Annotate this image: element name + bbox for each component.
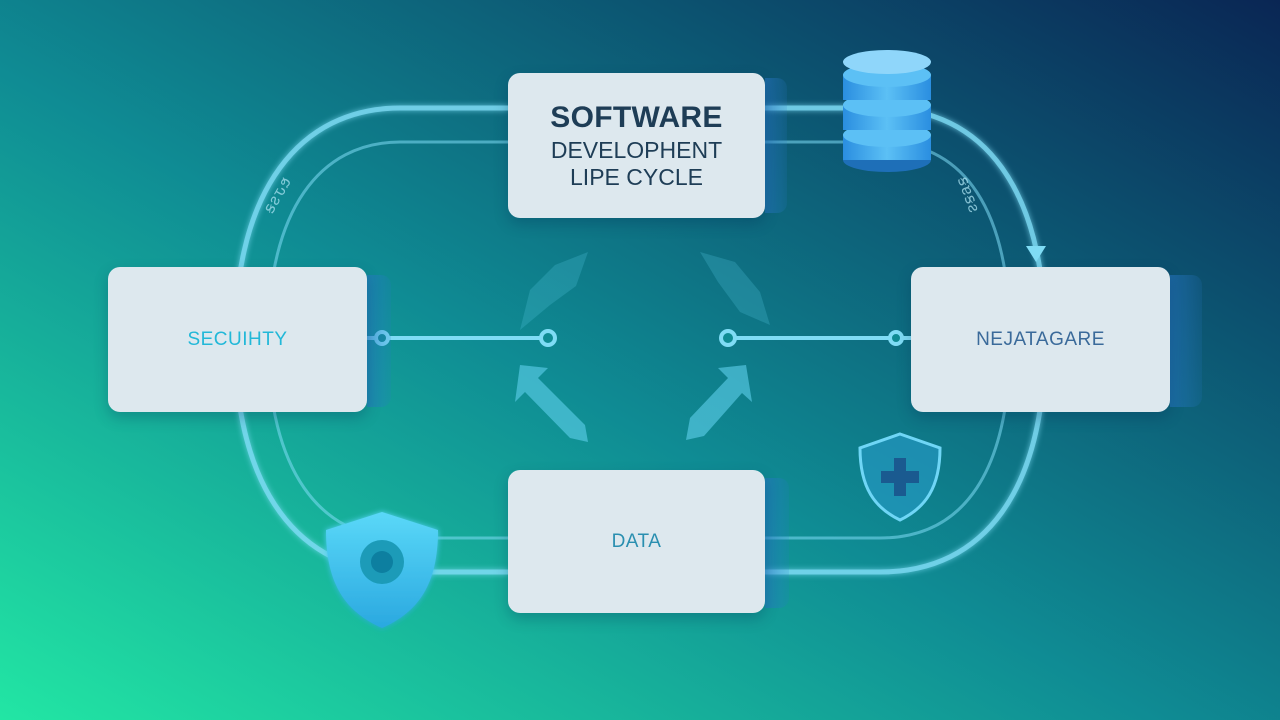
database-icon	[843, 50, 931, 172]
manage-card: NEJATAGARE	[911, 267, 1170, 412]
sdlc-title-line3: LIPE CYCLE	[570, 164, 703, 190]
double-arrow-icon	[515, 365, 752, 442]
card-depth-security	[367, 275, 391, 407]
shield-lock-icon	[326, 512, 438, 628]
manage-label: NEJATAGARE	[976, 328, 1105, 350]
sdlc-title-line2: DEVELOPHENT	[550, 136, 723, 163]
card-depth-data	[765, 478, 789, 608]
faded-arrows	[520, 252, 770, 330]
data-label: DATA	[611, 530, 662, 552]
sdlc-title-line1: SOFTWARE	[550, 100, 723, 134]
loop-arrowhead	[1026, 246, 1046, 262]
shield-plus-icon	[858, 432, 942, 522]
security-card: SECUIHTY	[108, 267, 367, 412]
security-label: SECUIHTY	[187, 328, 288, 350]
sdlc-title-card: SOFTWARE DEVELOPHENT LIPE CYCLE	[508, 73, 765, 218]
card-depth-sdlc	[765, 78, 787, 213]
data-card: DATA	[508, 470, 765, 613]
card-depth-manage	[1170, 275, 1202, 407]
